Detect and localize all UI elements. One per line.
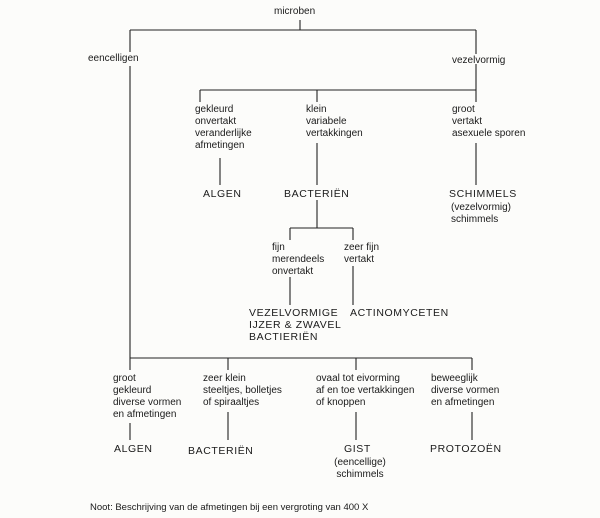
desc-vezel-algen: gekleurd onvertakt veranderlijke afmetin… [195, 104, 252, 151]
name-schimmels: SCHIMMELS [449, 188, 517, 200]
desc-protozoen: beweeglijk diverse vormen en afmetingen [431, 373, 500, 408]
sub-gist: (eencellige) schimmels [334, 457, 386, 480]
desc-vezel-schimmels: groot vertakt asexuele sporen [452, 104, 526, 139]
name-eencel-algen: ALGEN [114, 443, 153, 455]
name-gist: GIST [344, 443, 371, 455]
desc-gist: ovaal tot eivorming af en toe vertakking… [316, 373, 415, 408]
node-eencelligen: eencelligen [88, 53, 139, 64]
name-eencel-bacterien: BACTERIËN [188, 445, 254, 457]
desc-fijn: fijn merendeels onvertakt [272, 242, 325, 277]
desc-vezel-bacterien: klein variabele vertakkingen [306, 104, 363, 139]
desc-eencel-algen: groot gekleurd diverse vormen en afmetin… [113, 373, 182, 420]
node-microben: microben [274, 6, 316, 17]
name-vezel-bacterien: BACTERIËN [284, 188, 350, 200]
name-actinomyceten: ACTINOMYCETEN [350, 307, 449, 319]
name-vezel-algen: ALGEN [203, 188, 242, 200]
desc-eencel-bacterien: zeer klein steeltjes, bolletjes of spira… [203, 373, 282, 408]
footnote: Noot: Beschrijving van de afmetingen bij… [90, 502, 369, 513]
name-vezelvormige-bacterien: VEZELVORMIGE IJZER & ZWAVEL BACTIERIËN [249, 307, 342, 343]
node-vezelvormig: vezelvormig [452, 55, 506, 66]
name-protozoen: PROTOZOËN [430, 443, 502, 455]
sub-schimmels: (vezelvormig) schimmels [451, 202, 512, 225]
desc-zeer-fijn: zeer fijn vertakt [344, 242, 380, 265]
